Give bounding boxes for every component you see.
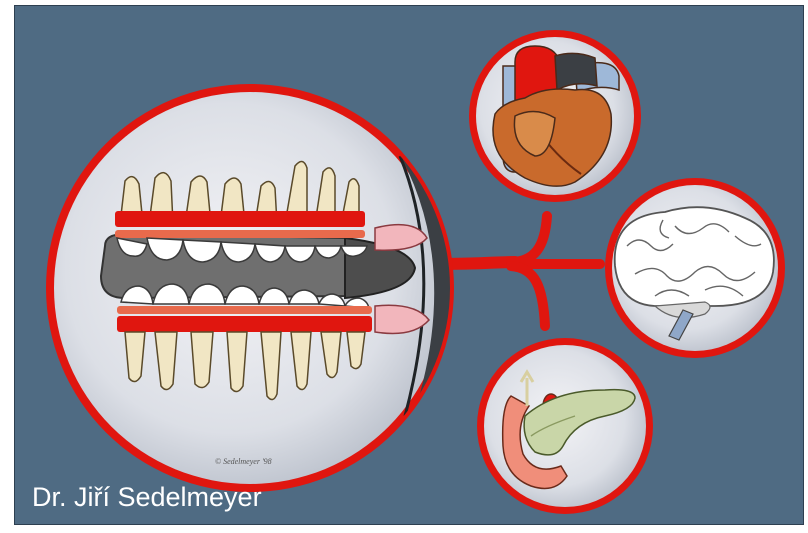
artist-signature: © Sedelmeyer '98 bbox=[215, 457, 272, 466]
oral-systemic-health-illustration: © Sedelmeyer '98 bbox=[15, 6, 804, 525]
author-caption: Dr. Jiří Sedelmeyer bbox=[32, 484, 262, 511]
heart-bubble bbox=[469, 30, 641, 202]
teeth-gums-bubble: © Sedelmeyer '98 bbox=[46, 84, 475, 492]
illustration-frame: © Sedelmeyer '98 bbox=[14, 5, 804, 525]
brain-bubble bbox=[605, 178, 785, 358]
pancreas-bubble bbox=[477, 338, 653, 514]
connector-branches bbox=[435, 216, 600, 326]
